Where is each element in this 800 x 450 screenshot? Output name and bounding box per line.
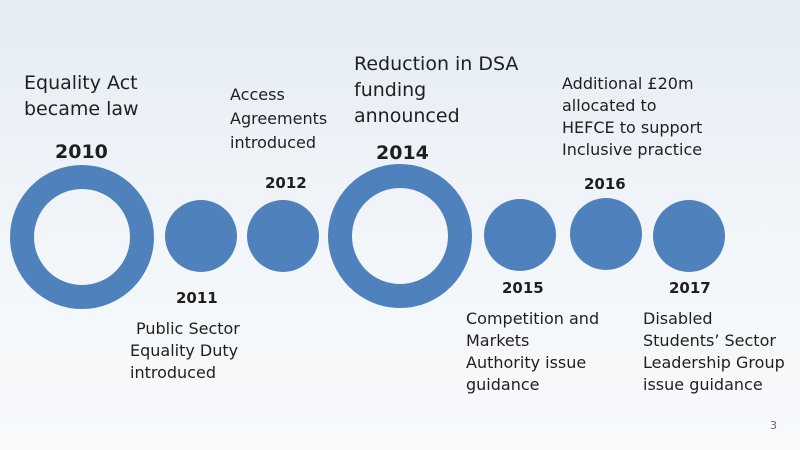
event-2014-line: Reduction in DSA [354, 53, 519, 75]
event-2017-line: Disabled [643, 309, 713, 328]
timeline-node-2014 [328, 164, 472, 308]
event-2017-year: 2017 [669, 279, 711, 297]
event-2017-line: Students’ Sector [643, 331, 776, 350]
event-2017-description: Disabled Students’ Sector Leadership Gro… [643, 308, 785, 396]
event-2011-line: introduced [130, 363, 216, 382]
event-2015-line: Competition and [466, 309, 600, 328]
event-2010-year: 2010 [55, 141, 108, 163]
event-2010-description: Equality Act became law [24, 70, 139, 122]
event-2015-line: Markets [466, 331, 530, 350]
timeline-node-2011 [165, 200, 237, 272]
event-2014-line: funding [354, 79, 427, 101]
event-2015-year: 2015 [502, 279, 544, 297]
event-2014-description: Reduction in DSA funding announced [354, 51, 518, 129]
event-2015-line: guidance [466, 375, 540, 394]
event-2011-description: Public Sector Equality Duty introduced [130, 318, 240, 384]
event-2016-description: Additional £20m allocated to HEFCE to su… [562, 73, 702, 161]
timeline-node-2016 [570, 198, 642, 270]
event-2012-line: introduced [230, 133, 316, 152]
event-2011-line: Public Sector [136, 319, 240, 338]
event-2012-line: Agreements [230, 109, 328, 128]
event-2017-line: issue guidance [643, 375, 763, 394]
event-2016-line: Additional £20m [562, 74, 694, 93]
timeline-node-2010 [10, 165, 154, 309]
timeline-node-2012 [247, 200, 319, 272]
event-2010-line: Equality Act [24, 72, 138, 94]
event-2015-description: Competition and Markets Authority issue … [466, 308, 599, 396]
timeline-node-2015 [484, 199, 556, 271]
event-2012-year: 2012 [265, 174, 307, 192]
event-2017-line: Leadership Group [643, 353, 785, 372]
event-2012-description: Access Agreements introduced [230, 84, 327, 154]
event-2016-year: 2016 [584, 175, 626, 193]
event-2014-line: announced [354, 105, 460, 127]
event-2014-year: 2014 [376, 142, 429, 164]
page-number: 3 [770, 419, 777, 432]
event-2016-line: allocated to [562, 96, 657, 115]
event-2016-line: Inclusive practice [562, 140, 703, 159]
event-2015-line: Authority issue [466, 353, 587, 372]
event-2011-line: Equality Duty [130, 341, 239, 360]
event-2011-year: 2011 [176, 289, 218, 307]
event-2012-line: Access [230, 85, 285, 104]
event-2016-line: HEFCE to support [562, 118, 703, 137]
timeline-node-2017 [653, 200, 725, 272]
event-2010-line: became law [24, 98, 139, 120]
